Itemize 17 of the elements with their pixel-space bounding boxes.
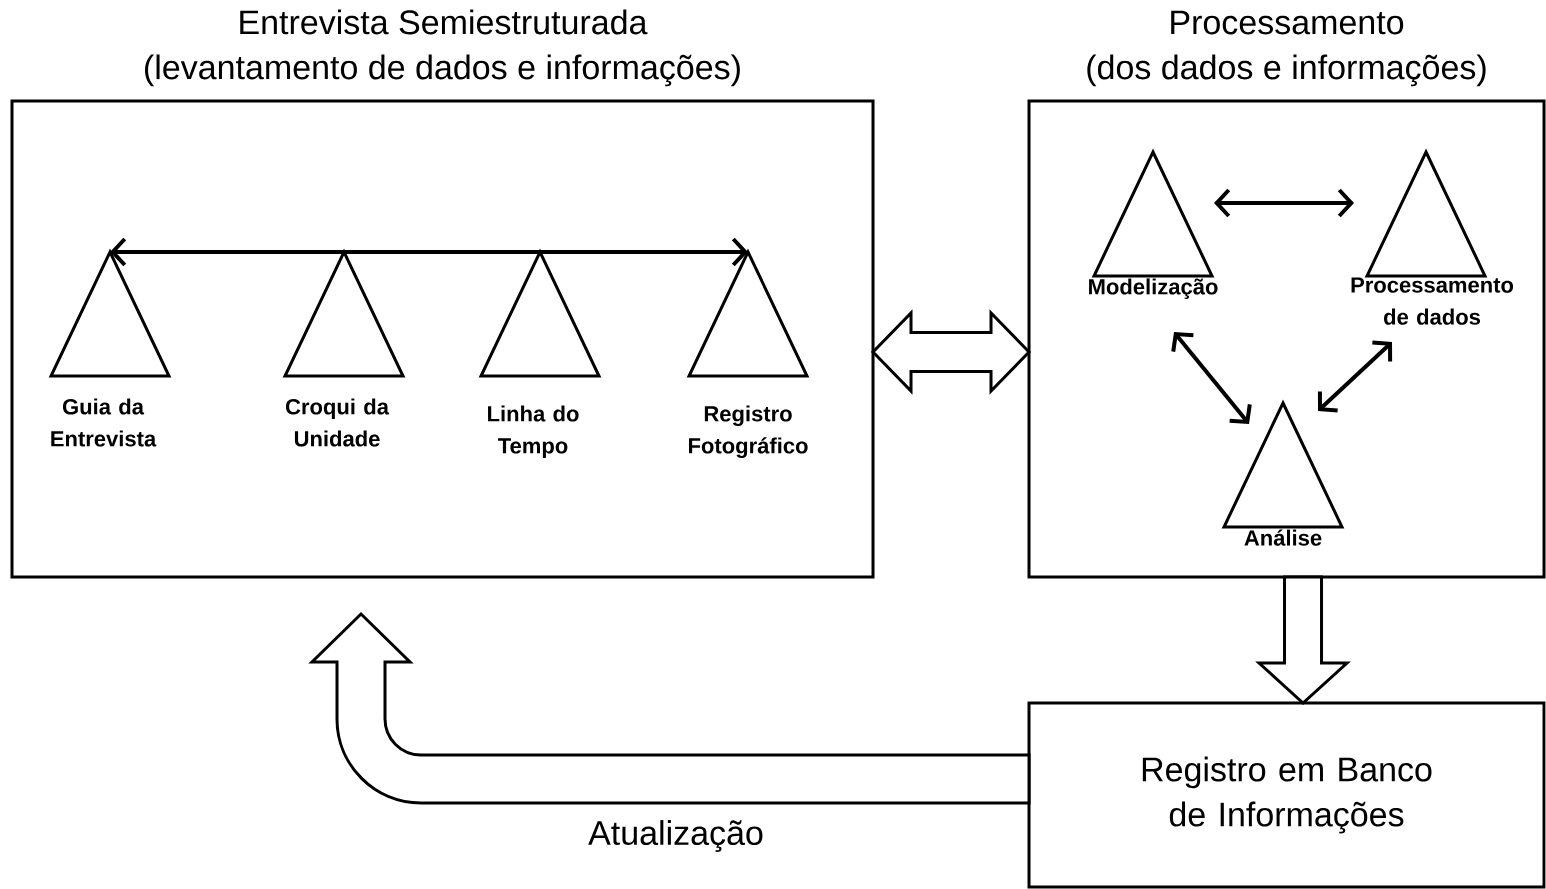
edge-label: Atualização bbox=[586, 818, 766, 854]
text-box: Registro em Banco de Informações bbox=[1027, 701, 1546, 889]
panel-title: Entrevista Semiestruturada (levantamento de dados e informações) bbox=[145, 9, 740, 87]
block-arrow bbox=[1255, 575, 1351, 706]
triangle-label: Linha do Tempo bbox=[488, 405, 579, 458]
triangle-label: Guia da Entrevista bbox=[51, 398, 157, 447]
triangle-label: Processamento de dados bbox=[1351, 277, 1514, 325]
arrow bbox=[1214, 188, 1355, 218]
arrow bbox=[1171, 332, 1252, 424]
triangle-label: Croqui da Unidade bbox=[285, 398, 390, 447]
arrow bbox=[1317, 340, 1393, 413]
triangle-label: Modelização bbox=[1089, 278, 1218, 299]
panel-title: Processamento (dos dados e informações) bbox=[1087, 10, 1486, 87]
block-arrow bbox=[310, 612, 1031, 805]
arrow bbox=[110, 237, 748, 267]
triangle-label: Análise bbox=[1244, 529, 1322, 546]
triangle-label: Registro Fotográfico bbox=[689, 405, 808, 458]
